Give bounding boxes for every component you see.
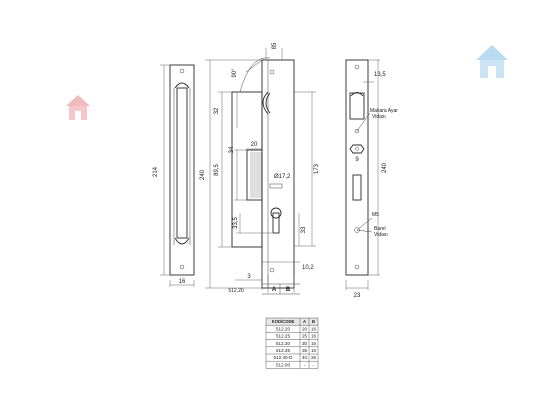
table-cell: 512.20 <box>276 326 290 331</box>
dim-3: 3 <box>247 274 251 280</box>
dim-20: 20 <box>251 142 258 148</box>
side-view <box>160 64 195 287</box>
col-b-label: B <box>286 287 291 293</box>
dim-214: 214 <box>153 166 159 177</box>
table-cell: 512.00 <box>276 362 290 367</box>
col-a-label: A <box>272 287 277 293</box>
table-cell: 35 <box>302 348 308 353</box>
table-cell: 30 <box>302 341 308 346</box>
dim-85: 85 <box>272 42 278 49</box>
table-cell: - <box>313 362 315 367</box>
faceplate-view <box>345 59 380 290</box>
house-icon-left <box>66 95 90 120</box>
lock-body-view <box>205 48 316 295</box>
label-vidasi-1: Vidası <box>372 114 386 120</box>
table-header-cell: A <box>303 319 306 324</box>
label-vidasi-2: Vidası <box>374 232 388 238</box>
table-cell: 512.40-D <box>274 355 294 360</box>
house-icon-right <box>476 45 508 78</box>
dim-13-5: 13,5 <box>374 72 386 78</box>
model-code: 512.20 <box>228 288 244 294</box>
dim-32: 32 <box>214 107 220 114</box>
table-cell: 512.30 <box>276 341 290 346</box>
table-cell: 26 <box>311 355 317 360</box>
dim-diameter-17-2: Ø17,2 <box>274 174 291 180</box>
table-cell: 20 <box>302 326 308 331</box>
table-cell: 16 <box>311 341 317 346</box>
dim-10-2: 10,2 <box>302 265 314 271</box>
table-cell: 25 <box>302 334 308 339</box>
dim-23: 23 <box>354 293 361 299</box>
dim-89-5: 89,5 <box>214 164 220 176</box>
dim-240-right: 240 <box>382 162 388 173</box>
label-m5: M5 <box>372 212 379 218</box>
label-makara-ayar: Makara Ayar <box>370 108 398 114</box>
dim-173: 173 <box>314 163 320 174</box>
table-cell: - <box>304 362 306 367</box>
dim-9: 9 <box>355 157 359 163</box>
dim-240-center: 240 <box>200 169 206 180</box>
dim-90-degree: 90° <box>232 68 238 78</box>
label-barel: Barel <box>374 226 386 232</box>
table-cell: 16 <box>311 348 317 353</box>
table-header-cell: KOD/CODE <box>272 319 295 324</box>
table-cell: 512.25 <box>276 334 290 339</box>
dim-33: 33 <box>301 226 307 233</box>
table-cell: 16 <box>311 334 317 339</box>
dim-34: 34 <box>229 146 235 153</box>
dim-33-5: 33,5 <box>233 217 239 229</box>
table-cell: 16 <box>311 326 317 331</box>
dim-16: 16 <box>179 279 186 285</box>
table-header-cell: B <box>312 319 315 324</box>
table-header-bg <box>266 318 318 326</box>
table-cell: 40 <box>302 355 308 360</box>
table-cell: 512.35 <box>276 348 290 353</box>
